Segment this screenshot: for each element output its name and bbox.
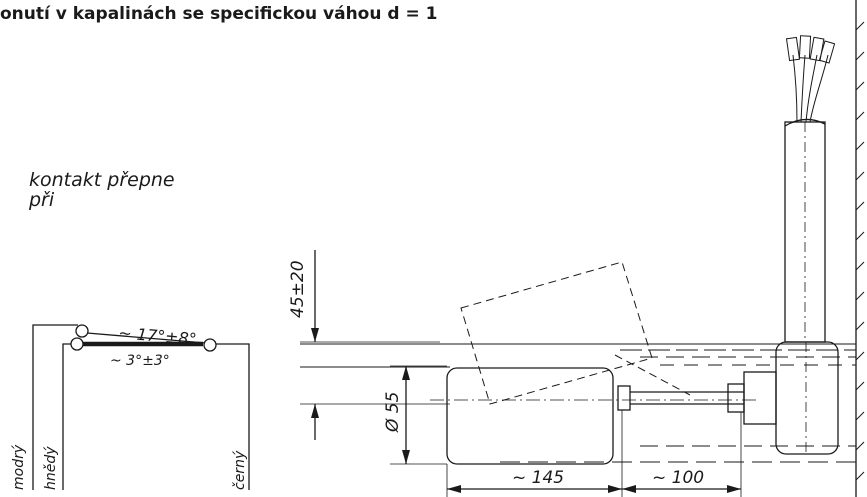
dimension-length: ~ 145 ~ 100	[446, 410, 742, 497]
dimension-tilt-label: 45±20	[288, 260, 308, 318]
wire-brown-line	[62, 343, 72, 490]
dimension-rod-length-label: ~ 100	[652, 468, 704, 488]
switch-caption: kontakt přepne při	[29, 170, 175, 210]
wire-blue-label: modrý	[11, 444, 27, 490]
dimension-diameter-label: Ø 55	[383, 392, 403, 433]
wire-black-label: černý	[232, 450, 248, 490]
float-switch-drawing: 45±20 Ø 55 ~ 145 ~ 100	[288, 0, 865, 497]
switch-contact-diagram: ~ 17°±8° ~ 3°±3° modrý hnědý černý	[11, 323, 250, 490]
dimension-diameter: Ø 55	[383, 365, 447, 465]
float-body	[430, 367, 760, 465]
connecting-rod	[617, 383, 745, 413]
cable-tube	[784, 118, 826, 343]
contact-lever-open	[86, 332, 207, 344]
wall-hatching	[855, 21, 865, 481]
wire-black-line	[216, 343, 250, 490]
contact-node-lower-left	[70, 337, 84, 351]
cable-wires	[785, 35, 836, 123]
wire-brown-label: hnědý	[43, 446, 59, 490]
caption-line-1: kontakt přepne	[29, 169, 175, 191]
float-body-shape	[446, 367, 614, 465]
liquid-level-lines	[300, 343, 856, 463]
wire-blue-line	[32, 324, 78, 490]
contact-node-upper	[75, 324, 89, 338]
dimension-body-length-label: ~ 145	[512, 468, 564, 488]
page-title: onutí v kapalinách se specifickou váhou …	[0, 4, 438, 24]
dimension-tilt: 45±20	[288, 250, 450, 440]
contact-node-lower-right	[203, 338, 217, 352]
caption-line-2: při	[29, 189, 55, 211]
elbow-housing	[743, 341, 839, 455]
angle-lower-label: ~ 3°±3°	[110, 353, 170, 369]
float-tilted-outline	[460, 261, 691, 405]
